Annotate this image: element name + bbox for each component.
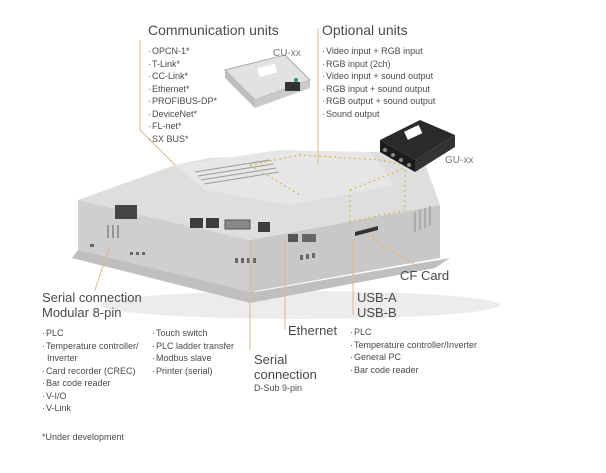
footnote: *Under development xyxy=(42,432,125,442)
optional-units-title: Optional units xyxy=(322,22,408,38)
list-item: Touch switch xyxy=(152,327,234,340)
cf-card-label: CF Card xyxy=(400,268,450,283)
usb-labels: USB-A USB-B xyxy=(357,290,397,320)
list-item: CC-Link* xyxy=(148,70,217,83)
list-item: General PC xyxy=(350,351,477,364)
device-shadow xyxy=(100,291,500,319)
communication-units-title: Communication units xyxy=(148,22,279,38)
optional-units-list: Video input + RGB input RGB input (2ch) … xyxy=(322,45,435,120)
ethernet-port-3 xyxy=(258,222,270,232)
list-item: PLC xyxy=(350,326,477,339)
list-item: OPCN-1* xyxy=(148,45,217,58)
serial-modular-list-col2: Touch switch PLC ladder transfer Modbus … xyxy=(152,327,234,377)
list-item: Bar code reader xyxy=(42,377,139,390)
serial-modular-title: Serial connection Modular 8-pin xyxy=(42,290,142,320)
usb-port-a xyxy=(302,234,316,242)
list-item: PLC xyxy=(42,327,139,340)
list-item: PLC ladder transfer xyxy=(152,340,234,353)
serial-modular-title-line1: Serial connection xyxy=(42,290,142,305)
list-item: Video input + RGB input xyxy=(322,45,435,58)
optional-unit-slot-outline xyxy=(249,154,406,223)
ethernet-port-2 xyxy=(206,218,219,228)
list-item: DeviceNet* xyxy=(148,108,217,121)
list-item: FL-net* xyxy=(148,120,217,133)
serial-dsub-title: Serial connection xyxy=(254,352,317,382)
list-item: Printer (serial) xyxy=(152,365,234,378)
usb-port-b xyxy=(288,234,298,242)
list-item: Sound output xyxy=(322,108,435,121)
serial-modular-list-col1: PLC Temperature controller/ Inverter Car… xyxy=(42,327,139,415)
list-item: Temperature controller/Inverter xyxy=(350,339,477,352)
serial-modular-title-line2: Modular 8-pin xyxy=(42,305,122,320)
leader-lines xyxy=(94,28,416,350)
list-item: Video input + sound output xyxy=(322,70,435,83)
list-item: RGB output + sound output xyxy=(322,95,435,108)
list-item-continuation: Inverter xyxy=(47,353,78,363)
list-item: RGB input (2ch) xyxy=(322,58,435,71)
display-unit-rear xyxy=(72,150,450,303)
gu-module xyxy=(380,120,455,172)
serial-dsub-subtitle: D-Sub 9-pin xyxy=(254,383,303,393)
list-item: V-Link xyxy=(42,402,139,415)
list-item: Ethernet* xyxy=(148,83,217,96)
serial-dsub-title-line1: Serial xyxy=(254,352,288,367)
cu-module-tag: CU-xx xyxy=(273,48,301,59)
list-item: RGB input + sound output xyxy=(322,83,435,96)
cf-card-slot xyxy=(355,226,378,236)
list-item: T-Link* xyxy=(148,58,217,71)
list-item: SX BUS* xyxy=(148,133,217,146)
usb-a-label: USB-A xyxy=(357,290,397,305)
gu-module-tag: GU-xx xyxy=(445,155,474,166)
ethernet-port-1 xyxy=(190,218,203,228)
serial-dsub-title-line2: connection xyxy=(254,367,317,382)
serial-modular-port xyxy=(115,205,137,219)
list-item: Bar code reader xyxy=(350,364,477,377)
dsub-port xyxy=(224,219,251,230)
usb-b-label: USB-B xyxy=(357,305,397,320)
list-item: Temperature controller/ xyxy=(42,340,139,353)
cu-module xyxy=(224,54,311,108)
ethernet-label: Ethernet xyxy=(288,323,338,338)
list-item: V-I/O xyxy=(42,390,139,403)
list-item: Modbus slave xyxy=(152,352,234,365)
list-item: PROFIBUS-DP* xyxy=(148,95,217,108)
list-item: Card recorder (CREC) xyxy=(42,365,139,378)
usb-device-list: PLC Temperature controller/Inverter Gene… xyxy=(350,326,477,376)
communication-units-list: OPCN-1* T-Link* CC-Link* Ethernet* PROFI… xyxy=(148,45,217,145)
